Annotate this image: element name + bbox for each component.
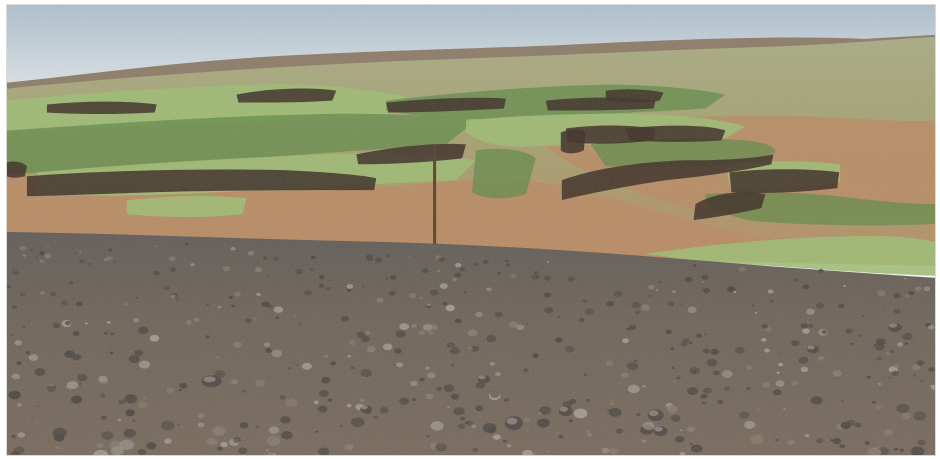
photo-grain [7, 5, 935, 455]
eroded-hillside-scene [7, 5, 935, 455]
landscape-photo [6, 4, 936, 456]
